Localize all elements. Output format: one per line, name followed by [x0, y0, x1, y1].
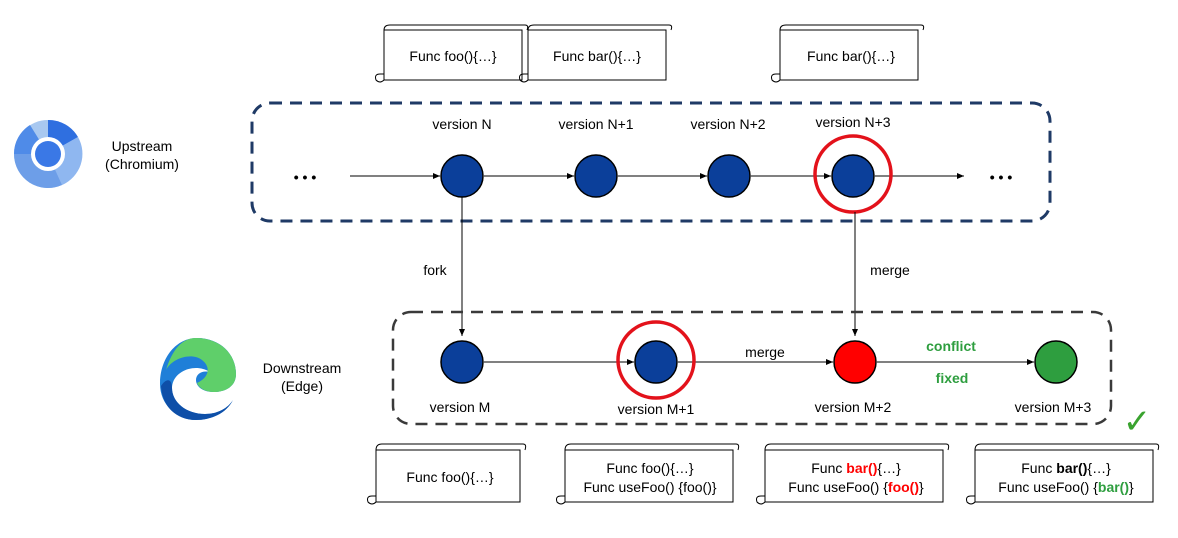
fixed-label: fixed — [936, 370, 969, 386]
note-2-line-2: Func useFoo() {foo()} — [583, 479, 716, 495]
note-4-line-2-segment-1: Func useFoo() { — [998, 479, 1098, 495]
downstream-note-4: Func bar(){…} Func useFoo() {bar()} — [966, 443, 1160, 505]
note-3-line-1: Func bar(){…} — [811, 460, 901, 476]
note-2-line-2-segment-1: Func useFoo() {foo()} — [583, 479, 716, 495]
node-version-m2 — [833, 340, 877, 384]
node-version-n — [440, 154, 484, 198]
note-1-line-1-segment-1: Func foo(){…} — [406, 469, 493, 485]
node-version-m1 — [634, 340, 678, 384]
upstream-subtitle: (Chromium) — [105, 156, 179, 172]
node-version-n2 — [707, 154, 751, 198]
chromium-logo — [13, 119, 83, 189]
upstream-ellipsis-right: • • • — [990, 169, 1013, 185]
node-version-n3 — [831, 154, 875, 198]
downstream-note-2: Func foo(){…} Func useFoo() {foo()} — [556, 443, 740, 505]
note-4-line-1: Func bar(){…} — [1021, 460, 1111, 476]
label-version-n3: version N+3 — [815, 114, 890, 130]
downstream-title: Downstream — [263, 360, 342, 376]
upstream-note-3: Func bar(){…} — [771, 24, 925, 83]
upstream-container — [250, 101, 1052, 223]
downstream-note-3: Func bar(){…} Func useFoo() {foo()} — [756, 443, 950, 505]
note-4-line-1-segment-2: bar() — [1056, 460, 1087, 476]
upstream-ellipsis-left: • • • — [294, 169, 317, 185]
node-version-m — [440, 340, 484, 384]
note-4-line-2-segment-3: } — [1129, 479, 1134, 495]
label-version-m1: version M+1 — [618, 401, 695, 417]
note-3-line-1-segment-1: Func — [811, 460, 846, 476]
note-3-line-2: Func useFoo() {foo()} — [788, 479, 924, 495]
node-version-m3 — [1034, 340, 1078, 384]
conflict-label: conflict — [926, 338, 976, 354]
label-version-m: version M — [430, 399, 491, 415]
note-4-line-1-segment-1: Func — [1021, 460, 1056, 476]
merge-label-upstream: merge — [870, 262, 910, 278]
label-version-n2: version N+2 — [690, 116, 765, 132]
node-version-n1 — [574, 154, 618, 198]
upstream-note-2-text: Func bar(){…} — [553, 48, 641, 64]
note-4-line-2: Func useFoo() {bar()} — [998, 479, 1134, 495]
note-3-line-2-segment-2: foo() — [888, 479, 919, 495]
note-2-line-1: Func foo(){…} — [606, 460, 693, 476]
upstream-note-2: Func bar(){…} — [519, 24, 673, 83]
note-1-line-1: Func foo(){…} — [406, 469, 493, 485]
note-4-line-1-segment-3: {…} — [1087, 460, 1111, 476]
note-4-line-2-segment-2: bar() — [1098, 479, 1129, 495]
label-version-n1: version N+1 — [558, 116, 633, 132]
note-3-line-1-segment-3: {…} — [877, 460, 901, 476]
highlight-ring-m1 — [616, 320, 696, 400]
check-icon: ✓ — [1123, 402, 1152, 442]
downstream-note-1: Func foo(){…} — [367, 443, 527, 505]
label-version-n: version N — [432, 116, 491, 132]
upstream-note-3-text: Func bar(){…} — [807, 48, 895, 64]
edge-logo — [160, 338, 236, 420]
downstream-subtitle: (Edge) — [281, 378, 323, 394]
merge-label-downstream: merge — [745, 344, 785, 360]
note-3-line-2-segment-1: Func useFoo() { — [788, 479, 888, 495]
highlight-ring-n3 — [813, 134, 893, 214]
note-3-line-2-segment-3: } — [919, 479, 924, 495]
note-3-line-1-segment-2: bar() — [846, 460, 877, 476]
fork-label: fork — [423, 262, 447, 278]
upstream-title: Upstream — [112, 138, 173, 154]
upstream-note-1-text: Func foo(){…} — [409, 48, 496, 64]
upstream-note-1: Func foo(){…} — [375, 24, 529, 83]
label-version-m2: version M+2 — [815, 399, 892, 415]
downstream-container — [391, 310, 1113, 426]
label-version-m3: version M+3 — [1015, 399, 1092, 415]
note-2-line-1-segment-1: Func foo(){…} — [606, 460, 693, 476]
